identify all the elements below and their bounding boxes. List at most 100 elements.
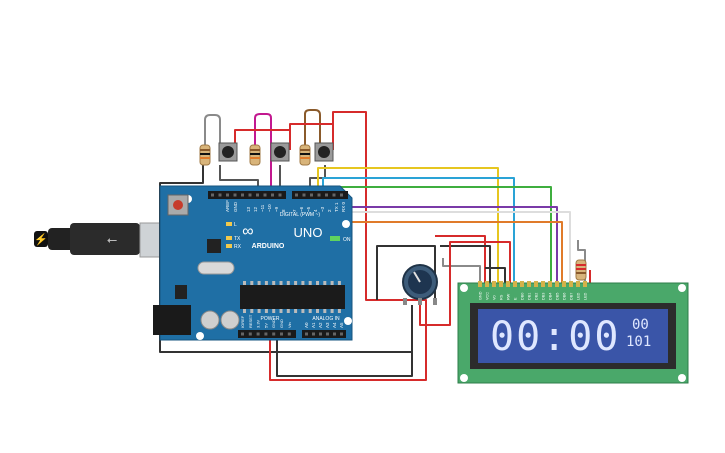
- lcd-pin-label: E: [514, 297, 518, 300]
- header-hole: [325, 193, 328, 197]
- mcu-pin: [316, 309, 319, 313]
- lcd-pin: [555, 281, 559, 287]
- analog-pin-label: A1: [311, 322, 316, 328]
- tx-led: [226, 236, 232, 240]
- lcd-pin-label: RW: [507, 293, 511, 300]
- digital-pin-label: TX 1: [334, 202, 339, 212]
- header-hole: [312, 332, 315, 336]
- digital-pin-label: 13: [246, 206, 251, 212]
- analog-pin-label: A2: [318, 322, 323, 328]
- digital-pin-label: ~6: [299, 206, 304, 212]
- mcu-pin: [294, 309, 298, 313]
- wire-red-bus-2: [289, 123, 334, 150]
- digital-pin-label: ~11: [260, 204, 265, 212]
- pot-leg: [433, 298, 437, 305]
- on-label: ON: [343, 237, 351, 243]
- wire-red-pot: [419, 258, 451, 326]
- usb-symbol-icon: ⭠: [107, 232, 117, 247]
- header-hole: [326, 332, 329, 336]
- lcd-pin: [506, 281, 510, 287]
- capacitor: [200, 310, 220, 330]
- mount-hole: [678, 284, 686, 292]
- mcu-pin: [308, 309, 312, 313]
- digital-pin-label: 8: [281, 209, 286, 212]
- header-hole: [310, 193, 313, 197]
- pushbutton-3[interactable]: [314, 142, 334, 162]
- mcu-pin: [250, 281, 254, 285]
- header-hole: [319, 332, 322, 336]
- header-hole: [264, 332, 268, 336]
- mount-hole: [678, 374, 686, 382]
- arduino-model: UNO: [294, 225, 323, 240]
- mcu-pin: [250, 309, 254, 313]
- lcd-pin-label: DB6: [563, 293, 567, 300]
- lcd-small-line-2: 101: [626, 334, 651, 350]
- mcu-pin: [286, 281, 290, 285]
- arduino-uno-board[interactable]: ∞ ARDUINO UNO ON L TX RX DIGITAL (PWM ~)…: [153, 185, 353, 341]
- digital-pin-label: 4: [313, 209, 318, 212]
- capacitor: [220, 310, 240, 330]
- power-label: POWER: [261, 316, 280, 322]
- mcu-pin: [272, 281, 276, 285]
- mount-hole: [342, 220, 350, 228]
- wire-black-lcd-gnd: [440, 245, 491, 283]
- wire-brown-loop: [304, 109, 321, 150]
- header-hole: [278, 193, 282, 197]
- digital-pin-label: ~9: [274, 206, 279, 212]
- mcu-pin: [264, 281, 268, 285]
- mcu-pin: [279, 309, 283, 313]
- lcd-pin-label: GND: [479, 291, 483, 300]
- mcu-pin: [279, 281, 283, 285]
- mcu-pins: [243, 281, 341, 313]
- pushbutton-1[interactable]: [218, 142, 238, 162]
- lcd-pin-label: DB4: [549, 293, 553, 300]
- digital-header-left: [208, 191, 286, 199]
- wire-red-lcd-rw: [449, 241, 511, 283]
- mcu-pin: [308, 281, 312, 285]
- pot-leg: [418, 298, 422, 305]
- wire-purple: [340, 206, 558, 283]
- lcd-pin: [569, 281, 573, 287]
- header-hole: [332, 193, 336, 197]
- lcd-pin-label: RS: [500, 294, 504, 300]
- l-led: [226, 222, 232, 226]
- lcd-screen: [478, 309, 668, 363]
- mcu-pin: [257, 309, 261, 313]
- mcu-pin: [243, 309, 246, 313]
- arduino-infinity-logo-icon: ∞: [242, 223, 253, 240]
- potentiometer[interactable]: [402, 264, 438, 305]
- lcd-pin-label: DB2: [535, 293, 539, 300]
- mcu-pin: [323, 309, 327, 313]
- digital-pin-label: ~10: [267, 204, 272, 212]
- header-hole: [302, 193, 306, 197]
- header-hole: [226, 193, 229, 197]
- mcu-pin: [330, 309, 334, 313]
- digital-pin-label: 2: [327, 209, 332, 212]
- mount-hole: [344, 317, 352, 325]
- power-pin-label: RESET: [248, 314, 253, 328]
- pushbutton-2[interactable]: [270, 142, 290, 162]
- atmega-chip: [240, 285, 345, 309]
- power-jack: [153, 305, 191, 335]
- lcd-pin: [485, 281, 489, 287]
- pot-leg: [403, 298, 407, 305]
- mcu-pin: [337, 309, 341, 313]
- header-hole: [263, 193, 267, 197]
- wire-red-bus-1: [234, 129, 291, 150]
- lcd-pin-label: DB3: [542, 293, 546, 300]
- wire-black-lcd-k: [485, 267, 506, 283]
- analog-pin-label: A5: [339, 322, 344, 328]
- l-label: L: [234, 222, 237, 228]
- header-hole: [305, 332, 308, 336]
- resistor-1: [199, 144, 211, 166]
- mcu-pin: [337, 281, 341, 285]
- lcd-pin-label: LED: [577, 292, 581, 300]
- header-hole: [241, 193, 244, 197]
- power-pin-label: 5V: [263, 323, 268, 328]
- mcu-pin: [316, 281, 319, 285]
- lcd-pin: [478, 281, 482, 287]
- reset-button-cap[interactable]: [173, 200, 183, 210]
- header-holes: [211, 193, 343, 336]
